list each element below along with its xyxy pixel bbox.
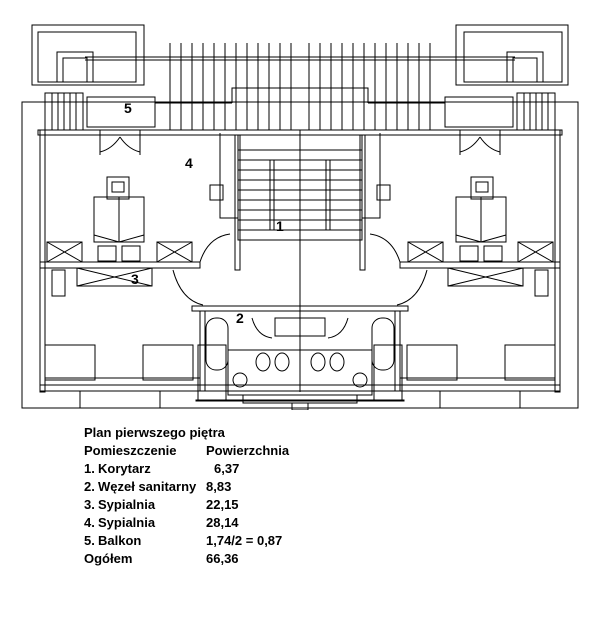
- row-area: 6,37: [214, 461, 240, 476]
- row-name: Węzeł sanitarny: [98, 479, 197, 494]
- legend-header: Pomieszczenie Powierzchnia: [84, 442, 289, 460]
- row-area: 28,14: [206, 515, 239, 530]
- row-name: Sypialnia: [98, 515, 156, 530]
- room-label-1: 1: [276, 218, 284, 234]
- legend-row: 2.Węzeł sanitarny 8,83: [84, 478, 289, 496]
- legend-row: 5.Balkon 1,74/2 = 0,87: [84, 532, 289, 550]
- legend-title: Plan pierwszego piętra: [84, 425, 225, 440]
- left-unit: [31, 24, 301, 409]
- room-label-2: 2: [236, 310, 244, 326]
- row-number: 5.: [84, 533, 95, 548]
- header-area: Powierzchnia: [206, 443, 290, 458]
- room-label-3: 3: [131, 271, 139, 287]
- row-area: 1,74/2 = 0,87: [206, 533, 283, 548]
- row-name: Balkon: [98, 533, 142, 548]
- row-name: Korytarz: [98, 461, 151, 476]
- legend-total: Ogółem 66,36: [84, 550, 289, 568]
- row-number: 4.: [84, 515, 95, 530]
- legend-row: 4.Sypialnia 28,14: [84, 514, 289, 532]
- room-area-legend: Plan pierwszego piętra Pomieszczenie Pow…: [84, 424, 289, 568]
- row-area: 8,83: [206, 479, 232, 494]
- floor-plan: 5 4 1 3 2: [21, 24, 579, 410]
- header-room: Pomieszczenie: [84, 443, 177, 458]
- row-number: 3.: [84, 497, 95, 512]
- room-label-4: 4: [185, 155, 193, 171]
- pergola: [169, 43, 431, 130]
- row-number: 1.: [84, 461, 95, 476]
- total-label: Ogółem: [84, 551, 133, 566]
- right-unit: [299, 24, 569, 409]
- legend-row: 1.Korytarz 6,37: [84, 460, 289, 478]
- total-area: 66,36: [206, 551, 239, 566]
- room-label-5: 5: [124, 100, 132, 116]
- row-area: 22,15: [206, 497, 239, 512]
- front-terrace: [227, 349, 373, 410]
- legend-row: 3.Sypialnia 22,15: [84, 496, 289, 514]
- row-number: 2.: [84, 479, 95, 494]
- row-name: Sypialnia: [98, 497, 156, 512]
- roof-outline: [21, 101, 579, 409]
